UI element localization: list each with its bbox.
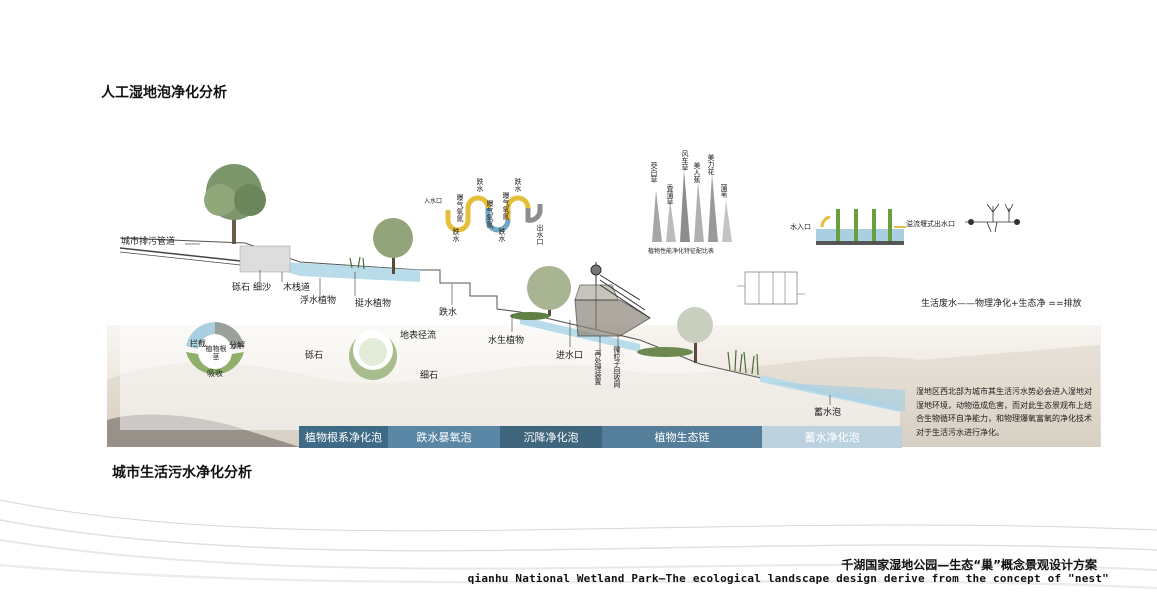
ring-label-intercept: 拦截: [190, 339, 206, 348]
band-label-root: 植物根系净化泡: [305, 431, 382, 444]
plant-label-3: 美人蕉: [693, 162, 701, 183]
ring-label-absorb: 吸收: [207, 369, 223, 378]
label-inlet: 进水口: [556, 351, 584, 361]
plant-label-4: 美力花: [707, 154, 715, 175]
wave-label-drop-1: 跌水: [452, 228, 460, 242]
tree-large: [204, 164, 266, 244]
wave-label-aerate-2: 曝气氧氮: [486, 200, 494, 228]
description-text: 湿地区西北部为城市其生活污水势必会进入湿地对湿地环境，动物造成危害，而对此生态景…: [916, 387, 1092, 437]
wave-label-drop-3: 跌水: [514, 178, 522, 192]
plant-chart-caption: 植物性能净化特征配比表: [648, 248, 715, 255]
decorative-swooshes: [0, 499, 1157, 590]
label-sewage-pipe: 城市排污管道: [121, 237, 176, 247]
label-fine-gravel: 细石: [420, 371, 439, 381]
reeds: [349, 256, 759, 376]
gravel-bed: [239, 245, 291, 273]
plant-label-2: 风车草: [681, 150, 689, 171]
section-title-artificial-wetland: 人工湿地泡净化分析: [101, 85, 227, 101]
nest-structure: [574, 262, 651, 337]
band-label-sediment: 沉降净化泡: [523, 431, 579, 444]
plant-label-5: 蒲苇: [720, 184, 728, 198]
flow-label-inlet: 水入口: [790, 223, 811, 231]
hedge-right: [637, 347, 693, 357]
tree-right: [677, 307, 713, 363]
flow-label-outlet: 溢流堰式出水口: [906, 220, 955, 228]
water-upper: [250, 260, 420, 282]
filter-diagram: [737, 271, 805, 305]
plant-label-0: 茭白草: [650, 162, 658, 183]
band-storage-purification: 蓄水净化泡: [762, 426, 902, 448]
ring-diagram: [186, 322, 244, 375]
band-label-ecochain: 植物生态链: [654, 431, 710, 444]
footer-title-cn: 千湖国家湿地公园—生态“巢”概念景观设计方案: [841, 558, 1097, 572]
overflow-flow-diagram: [816, 209, 906, 245]
ring-label-decompose: 分解: [229, 341, 245, 350]
ground-slope: [120, 238, 900, 430]
section-title-urban-sewage: 城市生活污水净化分析: [112, 465, 252, 481]
ring-segment-decompose: [215, 322, 244, 349]
band-root-purification: 植物根系净化泡: [299, 426, 388, 448]
label-floating-plants: 浮水植物: [300, 296, 337, 306]
ring-segment-absorb: [186, 352, 244, 375]
label-drop: 跌水: [439, 308, 458, 318]
band-sedimentation: 沉降净化泡: [500, 426, 602, 448]
band-label-storage: 蓄水净化泡: [804, 431, 860, 444]
label-particle-recycle: 微粒子回收网: [613, 346, 621, 388]
wave-label-aerate-3: 曝气氧氮: [502, 192, 510, 220]
storage-pond-water: [770, 382, 905, 412]
label-sediment-device: 再处理装置: [594, 350, 602, 385]
wave-label-outlet: 出水口: [536, 224, 544, 245]
label-gravel-2: 砾石: [305, 351, 324, 361]
band-plant-ecochain: 植物生态链: [602, 426, 762, 448]
label-emergent-plants: 挺水植物: [355, 299, 392, 309]
label-fine-sand: 细沙: [253, 283, 272, 293]
wave-label-inlet: 入水口: [424, 198, 443, 205]
label-boardwalk: 木栈道: [283, 283, 311, 293]
tree-center: [527, 266, 571, 316]
plant-performance-chart: [652, 170, 732, 242]
plant-label-1: 香蒲草: [666, 184, 674, 205]
band-label-drop: 跌水暴氧泡: [416, 431, 472, 444]
crescent-diagram: [349, 330, 397, 380]
wave-drop-diagram: [445, 195, 543, 233]
ring-label-plant-roots: 植物根茎: [205, 345, 227, 361]
ring-segment-intercept: [186, 322, 215, 349]
label-surface-runoff: 地表径流: [400, 331, 437, 341]
sewage-pipe: [119, 247, 251, 263]
wave-label-drop-2: 跌水: [476, 178, 484, 192]
band-drop-aeration: 跌水暴氧泡: [388, 426, 500, 448]
plant-root-sketch: [965, 203, 1020, 233]
label-storage-pond: 蓄水泡: [814, 408, 842, 418]
hedge-left: [510, 312, 550, 320]
wave-label-drop-4: 跌水: [498, 228, 506, 242]
label-aquatic-plants: 水生植物: [488, 336, 525, 346]
label-gravel: 砾石: [232, 283, 251, 293]
process-formula: 生活废水——物理净化+生态净 ==排放: [921, 299, 1082, 309]
wave-label-aerate-1: 曝气氧氮: [456, 194, 464, 222]
tree-medium: [373, 218, 413, 274]
footer-title-en: qianhu National Wetland Park—The ecologi…: [467, 572, 1109, 585]
